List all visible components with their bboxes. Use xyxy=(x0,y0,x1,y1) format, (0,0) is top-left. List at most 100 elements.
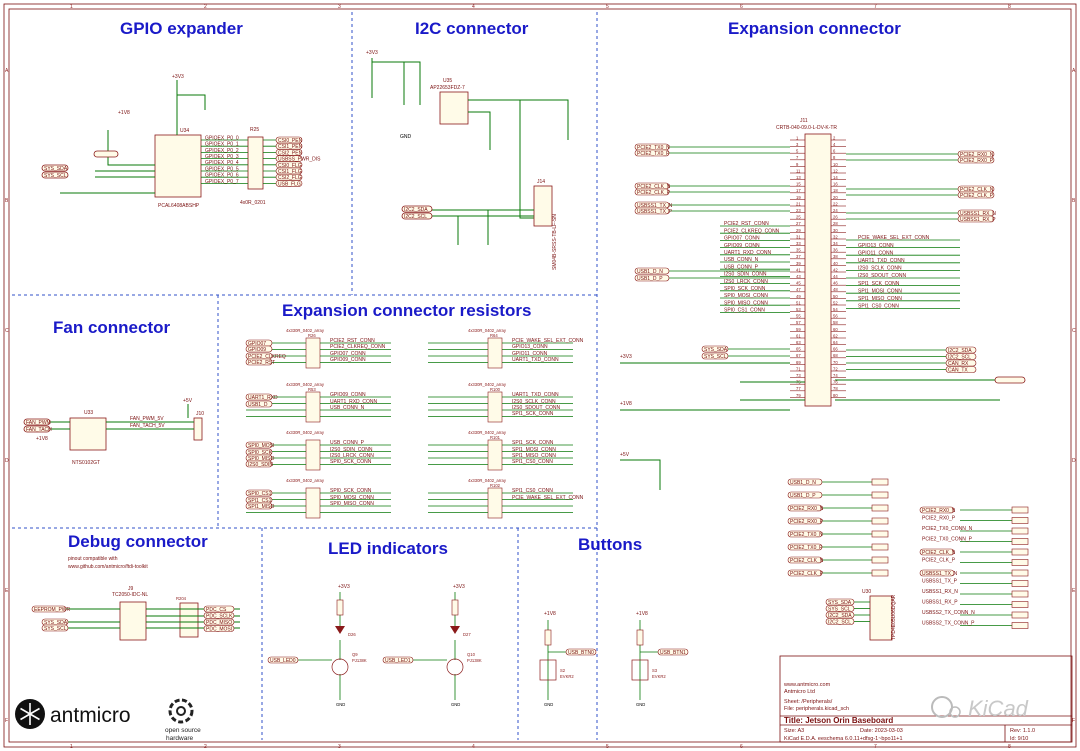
esd-left-5-text: PCIE2_TX0_P xyxy=(790,545,823,551)
array-ref: R64 xyxy=(490,333,498,338)
led-icon xyxy=(335,626,345,634)
svg-text:F: F xyxy=(1072,718,1075,724)
net-fan-pwm xyxy=(23,418,51,426)
gpio-net-6-text: CSI2_FLG xyxy=(278,175,302,181)
u30-part: TPD4E05U06DQAR xyxy=(891,594,897,640)
net-fan-tach xyxy=(23,425,51,433)
u35-part: AP22653FDZ-7 xyxy=(430,85,465,91)
res-conn-2-2: I2S0_LRCK_CONN xyxy=(330,453,374,459)
net-vs-stdb xyxy=(994,376,1026,384)
gpio-net-7-text: USB_FLG xyxy=(278,181,301,187)
j11-pin-num-l: 35 xyxy=(796,248,801,253)
j11-pin-num-l: 79 xyxy=(796,393,801,398)
j11-pin-num-r: 18 xyxy=(833,188,838,193)
btn-part: EVKR2 xyxy=(560,674,574,679)
antmicro-logo: antmicro xyxy=(15,699,131,729)
j11-pin-num-r: 20 xyxy=(833,195,838,200)
exp-left-7-text: USB1_D_P xyxy=(637,276,663,282)
j11-pin-num-l: 29 xyxy=(796,228,801,233)
esd-right-10: USBSS2_TX_CONN_N xyxy=(922,610,975,616)
j11-pin-num-r: 78 xyxy=(833,386,838,391)
exp-left-3 xyxy=(634,188,670,196)
exp-conn-l-4: UART1_RXD_CONN xyxy=(724,250,772,256)
u33-part: NTS0102GT xyxy=(72,460,100,466)
led-net-0-text: USB_LED0 xyxy=(270,658,296,664)
net-i2c2-scl xyxy=(401,212,433,220)
exp-right-4-text: USBSS1_RX_N xyxy=(960,211,996,217)
j11-pin-num-r: 54 xyxy=(833,307,838,312)
exp-left-4-text: USBSS1_TX_N xyxy=(637,203,673,209)
esd-diode-r xyxy=(1011,559,1029,566)
svg-text:C: C xyxy=(5,328,9,334)
exp-conn-l-7: I2S0_SDIN_CONN xyxy=(724,272,767,278)
esd-diode-r xyxy=(1011,517,1029,524)
res-conn-0-1: PCIE2_CLKREQ_CONN xyxy=(330,344,386,350)
debug-scl-text: SYS_SCL xyxy=(44,626,67,632)
kicad-logo-text: KiCad xyxy=(968,696,1029,721)
j11-pin-num-l: 49 xyxy=(796,294,801,299)
exp-conn-l-6: USB_CONN_P xyxy=(724,264,759,270)
led-indicators: +3V3D26Q9PJ138KUSB_LED0GND+3V3D27Q10PJ13… xyxy=(267,584,482,707)
j11-pin-num-r: 36 xyxy=(833,248,838,253)
exp-right-2-text: PCIE2_CLK_N xyxy=(960,187,994,193)
res-net-3 xyxy=(245,358,273,366)
res-conn-3-2: SPI0_MISO_CONN xyxy=(330,501,374,507)
j11-pin-num-r: 56 xyxy=(833,314,838,319)
exp-right-1 xyxy=(957,156,995,164)
led-net-1-text: USB_LED1 xyxy=(385,658,411,664)
led-ref: D27 xyxy=(463,632,471,637)
gpio-net-1-text: CSI1_PEN xyxy=(278,144,303,150)
array-part: 4x330R_0402_array xyxy=(286,478,325,483)
res-conn-1-1: UART1_RXD_CONN xyxy=(330,399,378,405)
transistor-part: PJ138K xyxy=(467,658,482,663)
buttons-section: +1V8S2EVKR2USB_BTN0GND+1V8S3EVKR2USB_BTN… xyxy=(539,611,689,707)
svg-text:6: 6 xyxy=(740,4,743,10)
res-conn-r-3-0: SPI1_CS0_CONN xyxy=(512,488,553,494)
title-block: www.antmicro.com Antmicro Ltd Sheet: /Pe… xyxy=(779,655,1073,743)
j11-pin-num-r: 72 xyxy=(833,366,838,371)
j11-pin-num-r: 26 xyxy=(833,215,838,220)
tb-file: File: peripherals.kicad_sch xyxy=(784,706,849,712)
led-net-1 xyxy=(382,656,414,664)
res-net-4 xyxy=(245,393,273,401)
j10-body xyxy=(193,417,203,441)
j11-pin-num-r: 28 xyxy=(833,221,838,226)
u35-ref: U35 xyxy=(443,78,452,84)
esd-right-3: PCIE2_TX0_CONN_P xyxy=(922,537,973,543)
led-gnd: GND xyxy=(336,702,345,707)
led-net-0 xyxy=(267,656,299,664)
exp-conn-r-6: SPI1_SCK_CONN xyxy=(858,281,900,287)
j11-pin-num-r: 76 xyxy=(833,380,838,385)
svg-text:2: 2 xyxy=(204,744,207,750)
btn-net-1 xyxy=(657,648,689,656)
gpio-pin-4: GPIOEX_P0_4 xyxy=(205,160,239,166)
gpio-net-0-text: CSI0_PEN xyxy=(278,138,303,144)
res-conn-r-0-2: GPIO11_CONN xyxy=(512,351,548,357)
led-gnd: GND xyxy=(451,702,460,707)
array-ref: R102 xyxy=(490,483,501,488)
res-conn-r-0-3: UART1_TXD_CONN xyxy=(512,357,559,363)
j11-pin-num-r: 66 xyxy=(833,347,838,352)
u33-body xyxy=(69,417,107,451)
j11-pin-num-l: 51 xyxy=(796,300,801,305)
j11-pin-num-l: 43 xyxy=(796,274,801,279)
fan-connector: U33 NTS0102GT J10 FAN_PWM FAN_TACH FAN_P… xyxy=(23,398,204,466)
exp-conn-l-5: USB_CONN_N xyxy=(724,257,759,263)
j11-pin-num-l: 63 xyxy=(796,340,801,345)
esd-diode-l xyxy=(871,569,889,577)
exp-conn-r-5: I2S0_SDOUT_CONN xyxy=(858,273,906,279)
j11-pin-num-l: 15 xyxy=(796,182,801,187)
res-net-10-text: SPI0_CS1 xyxy=(248,491,272,497)
esd-left-9 xyxy=(825,605,855,612)
exp-conn-l-10: SPI0_MOSI_CONN xyxy=(724,293,768,299)
res-conn-0-2: GPIO07_CONN xyxy=(330,351,366,357)
antmicro-logo-text: antmicro xyxy=(50,704,131,727)
exp-side-0-text: I2C2_SDA xyxy=(948,348,972,354)
gpio-net-2-text: CSI2_PEN xyxy=(278,150,303,156)
u30-body xyxy=(869,595,893,641)
tb-size: Size: A3 xyxy=(784,728,804,734)
exp-conn-r-2: GPIO11_CONN xyxy=(858,250,894,256)
exp-conn-l-3: GPIO09_CONN xyxy=(724,243,760,249)
svg-text:4: 4 xyxy=(472,744,475,750)
debug-pdc-5-text: PDC_MISO xyxy=(206,620,232,626)
